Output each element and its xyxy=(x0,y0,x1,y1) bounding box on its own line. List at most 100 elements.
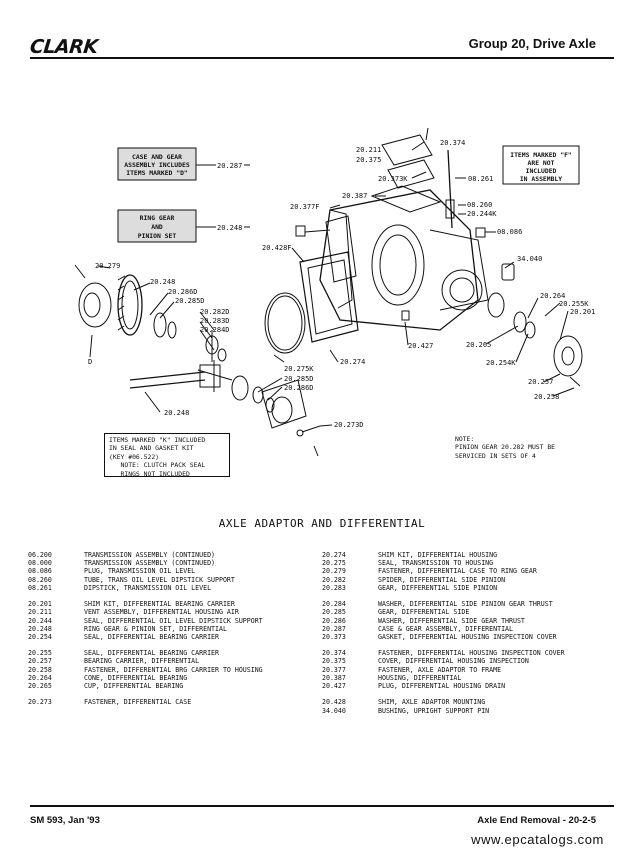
label-34-040: 34.040 xyxy=(517,255,542,263)
footer-manual-id: SM 593, Jan '93 xyxy=(30,815,100,826)
label-08-260: 08.260 xyxy=(467,201,492,209)
part-description: CASE & GEAR ASSEMBLY, DIFFERENTIAL xyxy=(378,624,513,633)
part-description: FASTENER, DIFFERENTIAL HOUSING INSPECTIO… xyxy=(378,649,565,658)
parts-group-gap xyxy=(322,690,565,698)
parts-list-row: 20.275 SEAL, TRANSMISSION TO HOUSING xyxy=(322,559,565,567)
label-20-375: 20.375 xyxy=(356,156,381,164)
callout-box-case-gear-text: CASE AND GEAR ASSEMBLY INCLUDES ITEMS MA… xyxy=(124,153,190,177)
label-20-279: 20.279 xyxy=(95,262,120,270)
part-description: SEAL, TRANSMISSION TO HOUSING xyxy=(378,559,494,568)
pinion-shaft xyxy=(129,371,206,389)
part-description: DIPSTICK, TRANSMISSION OIL LEVEL xyxy=(84,583,212,592)
parts-list-row: 20.279 FASTENER, DIFFERENTIAL CASE TO RIN… xyxy=(322,567,565,575)
part-description: SPIDER, DIFFERENTIAL SIDE PINION xyxy=(378,575,506,584)
part-description: SHIM KIT, DIFFERENTIAL HOUSING xyxy=(378,551,498,559)
part-description: SHIM, AXLE ADAPTOR MOUNTING xyxy=(378,698,486,707)
part-number: 20.254 xyxy=(28,632,52,641)
svg-text:ITEMS MARKED "F": ITEMS MARKED "F" xyxy=(510,151,572,159)
part-number: 20.373 xyxy=(322,632,346,641)
label-20-284d: 20.284D xyxy=(200,326,230,334)
label-20-257: 20.257 xyxy=(528,378,553,386)
label-d: D xyxy=(88,358,92,366)
parts-list-row: 20.282 SPIDER, DIFFERENTIAL SIDE PINION xyxy=(322,576,565,584)
watermark-url: www.epcatalogs.com xyxy=(471,832,604,847)
svg-text:CASE AND GEAR: CASE AND GEAR xyxy=(132,153,182,161)
part-number: 20.257 xyxy=(28,657,52,666)
part-number: 20.275 xyxy=(322,559,346,568)
note-k-items: ITEMS MARKED "K" INCLUDED IN SEAL AND GA… xyxy=(104,433,230,478)
label-20-248c: 20.248 xyxy=(217,224,242,232)
label-20-264: 20.264 xyxy=(540,292,565,300)
svg-text:RING GEAR: RING GEAR xyxy=(140,214,175,222)
part-number: 20.279 xyxy=(322,567,346,576)
label-20-211: 20.211 xyxy=(356,146,381,154)
part-number: 20.377 xyxy=(322,665,346,674)
label-20-258: 20.258 xyxy=(534,393,559,401)
part-description: TRANSMISSION ASSEMBLY (CONTINUED) xyxy=(84,551,216,559)
part-description: PLUG, TRANSMISSION OIL LEVEL xyxy=(84,567,196,576)
part-number: 08.261 xyxy=(28,583,52,592)
part-description: CONE, DIFFERENTIAL BEARING xyxy=(84,673,188,682)
label-20-377f: 20.377F xyxy=(290,203,320,211)
label-20-427: 20.427 xyxy=(408,342,433,350)
label-20-265: 20.265 xyxy=(466,341,491,349)
part-number: 20.274 xyxy=(322,551,346,559)
footer-rule xyxy=(30,805,614,807)
part-number: 20.428 xyxy=(322,698,346,707)
label-20-287: 20.287 xyxy=(217,162,242,170)
svg-text:IN ASSEMBLY: IN ASSEMBLY xyxy=(520,175,562,183)
svg-text:PINION SET: PINION SET xyxy=(138,232,177,240)
part-number: 20.387 xyxy=(322,673,346,682)
ring-gear xyxy=(117,274,143,336)
section-title: AXLE ADAPTOR AND DIFFERENTIAL xyxy=(218,517,426,530)
part-number: 20.282 xyxy=(322,575,346,584)
callout-box-ring-gear xyxy=(117,209,197,243)
label-20-286d: 20.286D xyxy=(168,288,198,296)
part-number: 34.040 xyxy=(322,706,346,715)
label-20-374: 20.374 xyxy=(440,139,465,147)
svg-text:ARE NOT: ARE NOT xyxy=(528,159,555,167)
part-description: COVER, DIFFERENTIAL HOUSING INSPECTION xyxy=(378,657,529,666)
part-number: 20.286 xyxy=(322,616,346,625)
part-number: 20.374 xyxy=(322,649,346,658)
parts-list-row: 20.274 SHIM KIT, DIFFERENTIAL HOUSING xyxy=(322,551,565,559)
parts-list-row: 20.387 HOUSING, DIFFERENTIAL xyxy=(322,674,565,682)
label-20-248a: 20.248 xyxy=(150,278,175,286)
svg-text:AND: AND xyxy=(151,223,163,231)
dipstick xyxy=(447,149,453,229)
part-description: FASTENER, DIFFERENTIAL CASE TO RING GEAR xyxy=(378,567,537,576)
part-description: VENT ASSEMBLY, DIFFERENTIAL HOUSING AIR xyxy=(84,608,239,617)
label-20-373k: 20.373K xyxy=(378,175,408,183)
part-number: 08.000 xyxy=(28,559,52,568)
part-description: GEAR, DIFFERENTIAL SIDE PINION xyxy=(378,583,498,592)
part-description: HOUSING, DIFFERENTIAL xyxy=(378,673,462,682)
part-description: BUSHING, UPRIGHT SUPPORT PIN xyxy=(378,706,490,715)
exploded-parts-diagram: CASE AND GEAR ASSEMBLY INCLUDES ITEMS MA… xyxy=(74,127,595,457)
parts-list-row: 20.374 FASTENER, DIFFERENTIAL HOUSING INS… xyxy=(322,649,565,657)
label-08-261: 08.261 xyxy=(468,175,493,183)
part-number: 08.260 xyxy=(28,575,52,584)
callout-box-ring-gear-text: RING GEAR AND PINION SET xyxy=(138,214,177,240)
label-20-255k: 20.255K xyxy=(559,300,589,308)
part-description: FASTENER, DIFFERENTIAL CASE xyxy=(84,698,192,707)
part-description: PLUG, DIFFERENTIAL HOUSING DRAIN xyxy=(378,682,506,690)
footer-section-page: Axle End Removal - 20-2-5 xyxy=(477,815,596,826)
part-number: 20.244 xyxy=(28,616,52,625)
label-20-244k: 20.244K xyxy=(467,210,497,218)
part-number: 20.201 xyxy=(28,600,52,609)
